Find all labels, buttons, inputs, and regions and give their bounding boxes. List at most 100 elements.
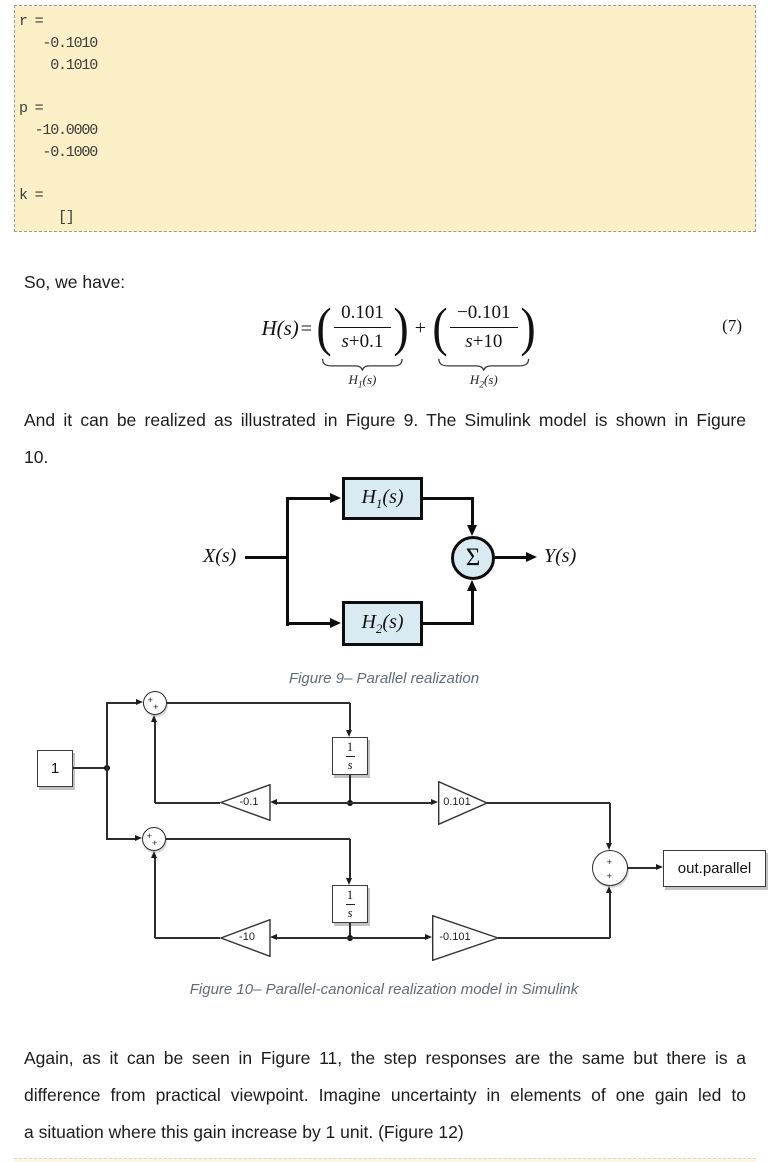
wire-segment (106, 702, 136, 704)
sum-block-top: + + (143, 691, 167, 715)
wire-segment (106, 838, 135, 840)
wire-segment (495, 556, 526, 559)
text-line: a situation where this gain increase by … (24, 1121, 464, 1142)
gain-value: 0.101 (443, 796, 471, 808)
arrowhead-up (467, 580, 477, 591)
wire-segment (471, 497, 474, 526)
wire-segment (349, 703, 351, 731)
wire-segment (349, 775, 351, 803)
output-block: out.parallel (663, 850, 766, 887)
plus-sign: + (146, 831, 153, 842)
wire-segment (349, 839, 351, 879)
fraction-1-numerator: 0.101 (341, 301, 384, 323)
paragraph-so-we-have: So, we have: (24, 264, 746, 301)
fraction-bar (345, 755, 355, 757)
wire-segment (423, 622, 474, 625)
plus-sign: + (414, 317, 427, 340)
label-base: H (361, 610, 376, 633)
gain-block-bottom-feedback (220, 919, 271, 957)
paragraph-again: Again, as it can be seen in Figure 11, t… (24, 1040, 746, 1150)
wire-segment (286, 622, 330, 625)
arrowhead-down (467, 525, 477, 536)
wire-segment (286, 497, 330, 500)
denominator-rest: +0.1 (348, 330, 384, 352)
fraction-2-numerator: −0.101 (457, 301, 511, 323)
arrowhead-up (606, 886, 612, 893)
integrator-numerator: 1 (346, 887, 354, 902)
fraction-bar (345, 903, 355, 905)
fraction-1-denominator: s+0.1 (335, 328, 391, 353)
fraction-2-denominator: s+10 (458, 328, 509, 353)
equation-number: (7) (722, 316, 742, 335)
label-sub: 1 (375, 495, 383, 511)
left-paren: ( (316, 297, 332, 357)
wire-segment (154, 858, 156, 938)
label-args: (s) (362, 372, 377, 387)
label-base: H (348, 372, 358, 387)
arrowhead-right (656, 864, 663, 870)
integrator-numerator: 1 (346, 739, 354, 754)
sum-block-output: + + (592, 850, 628, 886)
wire-segment (471, 591, 474, 625)
wire-segment (628, 867, 656, 869)
plus-sign: + (147, 695, 154, 706)
label-sub: 2 (375, 620, 383, 636)
wire-segment (154, 722, 156, 803)
arrowhead-up (151, 851, 157, 858)
wire-segment (245, 556, 288, 559)
left-paren: ( (432, 297, 448, 357)
label-args: (s) (382, 485, 404, 508)
figure9-caption: Figure 9– Parallel realization (288, 670, 480, 687)
underbrace (321, 358, 404, 371)
label-args: (s) (382, 610, 404, 633)
arrowhead-right (431, 799, 438, 805)
summation-node: Σ (451, 536, 495, 580)
text-line: 10. (24, 446, 49, 467)
wire-segment (423, 497, 474, 500)
arrowhead-down (346, 878, 352, 885)
text-line: And it can be realized as illustrated in… (24, 410, 746, 430)
next-code-block-edge (14, 1158, 756, 1162)
matlab-output-block: r = -0.1010 0.1010 p = -10.0000 -0.1000 … (14, 5, 756, 232)
text-line: Again, as it can be seen in Figure 11, t… (24, 1048, 746, 1068)
block-label: H2(s) (361, 611, 403, 637)
equation-lhs-function: H(s) (261, 316, 299, 341)
underbrace (437, 358, 530, 371)
arrowhead-right (135, 835, 142, 841)
fraction-bar (334, 326, 391, 328)
constant-block: 1 (37, 750, 73, 787)
wire-segment (155, 937, 220, 939)
arrowhead-up (151, 715, 157, 722)
label-sub: 2 (479, 380, 484, 391)
label-args: (s) (484, 372, 498, 387)
output-block-label: out.parallel (677, 860, 752, 877)
label-sub: 1 (357, 380, 363, 391)
gain-block-top-output (438, 781, 488, 825)
block-label: H1(s) (361, 486, 403, 512)
right-paren: ) (519, 297, 536, 357)
wire-segment (498, 937, 610, 939)
term-1-parenthesized: ( 0.101 s+0.1 ) (315, 297, 410, 357)
denominator-rest: +10 (472, 330, 503, 352)
arrowhead-right (526, 552, 537, 562)
underbrace-label-h1: H1(s) (349, 372, 377, 391)
arrowhead-down (346, 730, 352, 737)
integrator-denominator: s (347, 757, 353, 772)
sum-block-bottom: + + (142, 827, 166, 851)
integrator-denominator: s (347, 905, 353, 920)
fraction-2: −0.101 s+10 (450, 301, 518, 353)
arrowhead-right (136, 699, 143, 705)
plus-sign: + (153, 702, 159, 713)
fraction-1: 0.101 s+0.1 (334, 302, 391, 353)
wire-segment (167, 702, 350, 704)
wire-segment (487, 802, 610, 804)
transfer-block-h2: H2(s) (342, 601, 423, 646)
output-signal-label: Y(s) (544, 545, 577, 567)
gain-value: -0.1 (239, 796, 259, 808)
wire-segment (350, 937, 425, 939)
underbrace-label-h2: H2(s) (470, 372, 498, 391)
wire-segment (166, 838, 350, 840)
gain-block-bottom-output (432, 915, 499, 961)
equation-term-2: ( −0.101 s+10 ) H2(s) (431, 297, 536, 391)
